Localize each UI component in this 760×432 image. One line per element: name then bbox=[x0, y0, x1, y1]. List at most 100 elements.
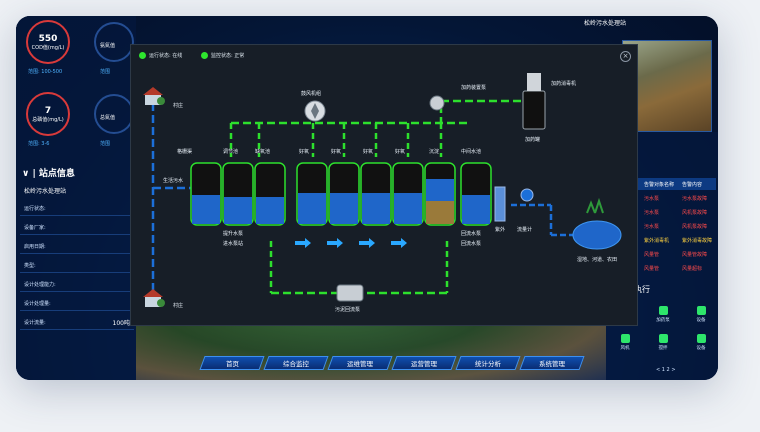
label-lift-pump: 提升水泵 bbox=[223, 230, 243, 237]
op-button[interactable]: 搅拌 bbox=[652, 334, 674, 351]
flow-arrow-2 bbox=[327, 238, 343, 248]
tank-aerobic-4-water bbox=[394, 193, 422, 224]
cod-label: COD值(mg/L) bbox=[31, 44, 65, 51]
valve-icon bbox=[696, 334, 706, 343]
doser-tank-icon bbox=[522, 73, 546, 130]
label-life-drain: 生活污水 bbox=[163, 177, 183, 184]
bottom-nav: 首页 综合监控 运维管理 运营管理 统计分析 系统管理 bbox=[199, 356, 585, 370]
ops-title: 执行 bbox=[634, 285, 650, 294]
tank-settle-sludge bbox=[426, 201, 454, 224]
label-blower: 鼓风机组 bbox=[301, 90, 321, 97]
station-info-row: 设计流量:100吨 bbox=[20, 314, 134, 330]
label-grille: 格栅渠 bbox=[177, 148, 192, 155]
flow-arrow-3 bbox=[359, 238, 375, 248]
close-icon[interactable]: × bbox=[620, 51, 631, 62]
process-flow-modal: 运行状态: 在线 监控状态: 正常 × bbox=[130, 44, 638, 326]
alarm-header-content: 告警内容 bbox=[682, 182, 703, 188]
phosphorus-gauge: 7 总磷值(mg/L) bbox=[26, 92, 70, 136]
cod-gauge: 550 COD值(mg/L) bbox=[26, 20, 70, 64]
phosphorus-range: 范围: 3-6 bbox=[28, 141, 50, 147]
valve-icon bbox=[658, 306, 668, 315]
op-button[interactable]: 风机 bbox=[614, 334, 636, 351]
flow-arrow-1 bbox=[295, 238, 311, 248]
nav-statistics[interactable]: 统计分析 bbox=[455, 356, 521, 370]
village-outlet-icon bbox=[143, 289, 165, 307]
label-sewage-pump: 进水泵站 bbox=[223, 240, 243, 247]
run-status-dot-icon bbox=[139, 52, 146, 59]
tank-adjust-water bbox=[224, 197, 252, 224]
left-panel: 550 COD值(mg/L) 范围: 100-500 氨氮值 范围 7 总磷值(… bbox=[16, 16, 136, 380]
cod-range: 范围: 100-500 bbox=[28, 69, 63, 75]
valve-icon bbox=[620, 334, 630, 343]
label-reflux-pump-2: 回流水泵 bbox=[461, 240, 481, 247]
station-info-row: 运行状态: bbox=[20, 200, 134, 216]
tank-aerobic-1-water bbox=[298, 193, 326, 224]
op-button[interactable]: 设备 bbox=[690, 306, 712, 323]
station-info-row: 设计处理能力: bbox=[20, 276, 134, 292]
uv-icon bbox=[494, 186, 506, 222]
flow-arrow-4 bbox=[391, 238, 407, 248]
label-settle: 沉淀 bbox=[429, 148, 439, 155]
nav-system[interactable]: 系统管理 bbox=[519, 356, 585, 370]
tank-aerobic-2-water bbox=[330, 193, 358, 224]
nitrogen-label: 总氮值 bbox=[100, 115, 116, 121]
station-name[interactable]: 松岭污水处理站 bbox=[24, 188, 67, 195]
station-info-row: 设计处理量: bbox=[20, 295, 134, 311]
label-inlet-house: 村庄 bbox=[173, 102, 183, 109]
ammonia-range: 范围 bbox=[100, 69, 111, 75]
label-aerobic-4: 好氧 bbox=[395, 148, 405, 155]
tank-clear-water bbox=[462, 195, 490, 224]
label-pond: 湿地、河道、农田 bbox=[577, 256, 617, 263]
op-button[interactable]: 加药泵 bbox=[652, 306, 674, 323]
op-button[interactable]: 设备 bbox=[690, 334, 712, 351]
flow-arrows bbox=[295, 238, 407, 248]
phosphorus-label: 总磷值(mg/L) bbox=[32, 116, 64, 123]
nitrogen-range: 范围 bbox=[100, 141, 111, 147]
label-uv: 紫外 bbox=[495, 226, 505, 233]
ammonia-gauge bbox=[94, 22, 134, 62]
nav-operation[interactable]: 运营管理 bbox=[391, 356, 457, 370]
monitor-status-dot-icon bbox=[201, 52, 208, 59]
village-inlet-icon bbox=[143, 87, 165, 105]
station-photo-title: 松岭污水处理站 bbox=[584, 20, 627, 27]
tank-settle-water bbox=[426, 179, 454, 201]
cod-value: 550 bbox=[38, 33, 58, 44]
process-diagram: 村庄 村庄 格栅渠 调节池 缺氧池 好氧 好氧 好氧 好氧 沉淀 中间水池 鼓风… bbox=[143, 73, 622, 313]
label-doser-pump: 加药装置泵 bbox=[461, 84, 486, 91]
station-info-row: 设备厂家: bbox=[20, 219, 134, 235]
monitor-status: 监控状态: 正常 bbox=[201, 52, 244, 59]
nav-maintenance[interactable]: 运维管理 bbox=[327, 356, 393, 370]
nav-monitor[interactable]: 综合监控 bbox=[263, 356, 329, 370]
tank-aerobic-3-water bbox=[362, 193, 390, 224]
label-aerobic-1: 好氧 bbox=[299, 148, 309, 155]
label-aerobic-2: 好氧 bbox=[331, 148, 341, 155]
label-aerobic-3: 好氧 bbox=[363, 148, 373, 155]
dashboard-screen: 松岭污水处理站 550 COD值(mg/L) 范围: 100-500 氨氮值 范… bbox=[16, 16, 718, 380]
label-adjust: 调节池 bbox=[223, 148, 238, 155]
label-doser: 加药消毒机 bbox=[551, 80, 576, 87]
flowmeter-icon bbox=[520, 188, 534, 202]
valve-icon bbox=[696, 306, 706, 315]
run-status: 运行状态: 在线 bbox=[139, 52, 182, 59]
blower-icon bbox=[304, 100, 326, 122]
label-anoxic: 缺氧池 bbox=[255, 148, 270, 155]
label-clear: 中间水池 bbox=[461, 148, 481, 155]
tank-anoxic-water bbox=[256, 197, 284, 224]
station-info-row: 启用日期: bbox=[20, 238, 134, 254]
tanks bbox=[190, 162, 492, 226]
alarm-header-object: 告警对象名称 bbox=[644, 182, 675, 188]
station-info-row: 类型: bbox=[20, 257, 134, 273]
doser-pump-icon bbox=[429, 95, 445, 111]
wetland-pond-icon bbox=[572, 197, 622, 250]
sludge-pump-icon bbox=[336, 284, 364, 302]
label-doser-tank: 加药罐 bbox=[525, 136, 540, 143]
phosphorus-value: 7 bbox=[44, 105, 52, 116]
ammonia-label: 氨氮值 bbox=[100, 43, 116, 49]
station-info-title: ∨ | 站点信息 bbox=[22, 169, 75, 179]
valve-icon bbox=[658, 334, 668, 343]
label-sludge-pump: 污泥回流泵 bbox=[335, 306, 360, 313]
tank-grille-water bbox=[192, 195, 220, 224]
nav-home[interactable]: 首页 bbox=[199, 356, 265, 370]
ops-pager[interactable]: < 1 2 > bbox=[656, 367, 676, 373]
label-flowmeter: 流量计 bbox=[517, 226, 532, 233]
